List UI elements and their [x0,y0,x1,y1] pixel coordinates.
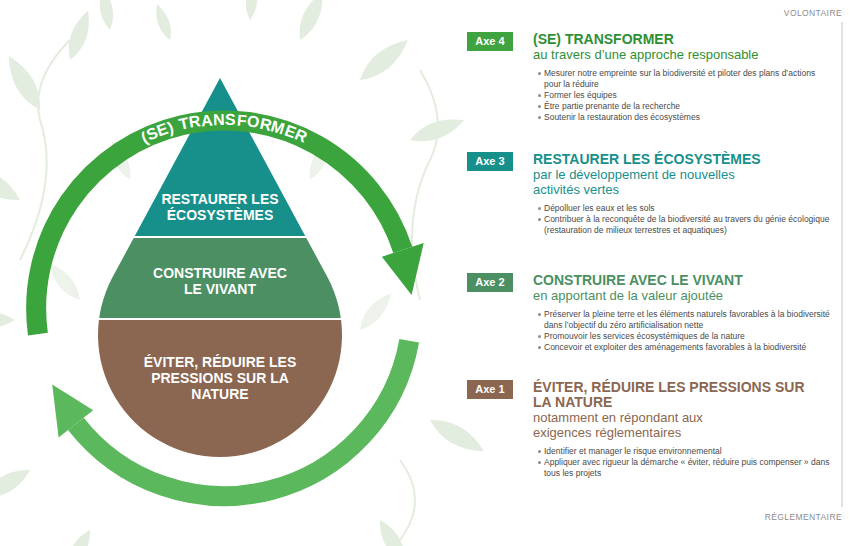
bullet-dot [538,105,541,108]
axis-item: Axe 4 (SE) TRANSFORMERau travers d’une ap… [467,32,835,123]
bullet-item: Identifier et manager le risque environn… [538,446,833,457]
axis-item: Axe 1 ÉVITER, RÉDUIRE LES PRESSIONS SUR L… [467,380,835,479]
bullet-list: Préserver la pleine terre et les élément… [533,309,833,353]
bullet-item: Appliquer avec rigueur la démarche « évi… [538,457,833,479]
bullet-dot [538,450,541,453]
bullet-dot [538,335,541,338]
ring-letter: F [236,111,247,130]
band-title: ÉVITER, RÉDUIRE LES PRESSIONS SUR LA NAT… [135,354,305,402]
scale-line [842,22,843,507]
bullet-list: Mesurer notre empreinte sur la biodivers… [533,68,833,123]
bullet-text: Promouvoir les services écosystémiques d… [544,331,833,342]
band-fill [98,78,342,236]
axis-badge: Axe 1 [467,380,513,399]
axis-badge: Axe 3 [467,152,513,171]
ring-arrowhead [382,243,424,295]
bullet-text: Concevoir et exploiter des aménagements … [544,342,833,353]
axis-subtitle: en apportant de la valeur ajoutée [533,288,833,303]
cycle-ring: (SE) TRANSFORMER [0,0,440,546]
bullet-text: Contribuer à la reconquête de la biodive… [544,214,833,236]
axis-subtitle: par le développement de nouvelles activi… [533,167,753,197]
bullet-dot [538,461,541,464]
drop-band: ÉVITER, RÉDUIRE LES PRESSIONS SUR LA NAT… [98,320,342,460]
bullet-item: Contribuer à la reconquête de la biodive… [538,214,833,236]
bullet-dot [538,72,541,75]
axis-text: (SE) TRANSFORMERau travers d’une approch… [533,32,833,123]
scale-label: RÉGLEMENTAIRE [765,512,842,522]
axis-heading: ÉVITER, RÉDUIRE LES PRESSIONS SUR LA NAT… [533,380,808,410]
bullet-item: Être partie prenante de la recherche [538,101,833,112]
axis-badge: Axe 4 [467,32,513,51]
scale-label: VOLONTAIRE [784,8,842,18]
axis-heading: (SE) TRANSFORMER [533,32,833,47]
bullet-text: Former les équipes [544,90,833,101]
band-title: RESTAURER LES ÉCOSYSTÈMES [145,191,295,223]
bullet-dot [538,218,541,221]
ring-letter: S [225,111,236,129]
ring-letter: A [200,111,213,130]
band-title: CONSTRUIRE AVEC LE VIVANT [145,265,295,297]
bullet-list: Dépolluer les eaux et les solsContribuer… [533,203,833,236]
ring-title: (SE) TRANSFORMER [127,104,322,148]
bullet-item: Promouvoir les services écosystémiques d… [538,331,833,342]
bullet-text: Préserver la pleine terre et les élément… [544,309,833,331]
axis-text: ÉVITER, RÉDUIRE LES PRESSIONS SUR LA NAT… [533,380,833,479]
band-fill [98,238,342,318]
axis-badge: Axe 2 [467,273,513,292]
bullet-dot [538,116,541,119]
bullet-item: Former les équipes [538,90,833,101]
bullet-dot [538,94,541,97]
axis-heading: RESTAURER LES ÉCOSYSTÈMES [533,152,833,167]
bullet-item: Dépolluer les eaux et les sols [538,203,833,214]
axis-subtitle: notamment en répondant aux exigences rég… [533,410,748,440]
axis-subtitle: au travers d’une approche responsable [533,47,833,62]
bullet-text: Dépolluer les eaux et les sols [544,203,833,214]
drop-band: CONSTRUIRE AVEC LE VIVANT [98,238,342,318]
bullet-list: Identifier et manager le risque environn… [533,446,833,479]
band-fill [98,320,342,457]
bullet-text: Soutenir la restauration des écosystèmes [544,112,833,123]
ring-letter: N [213,111,225,129]
bullet-dot [538,313,541,316]
ring-arrows [0,0,440,546]
bullet-text: Appliquer avec rigueur la démarche « évi… [544,457,833,479]
bullet-item: Mesurer notre empreinte sur la biodivers… [538,68,833,90]
axis-text: RESTAURER LES ÉCOSYSTÈMESpar le développ… [533,152,833,236]
bullet-item: Soutenir la restauration des écosystèmes [538,112,833,123]
bullet-dot [538,346,541,349]
ring-arrowhead [52,385,93,438]
bullet-item: Préserver la pleine terre et les élément… [538,309,833,331]
bullet-item: Concevoir et exploiter des aménagements … [538,342,833,353]
bullet-dot [538,207,541,210]
bullet-text: Être partie prenante de la recherche [544,101,833,112]
axis-item: Axe 2 CONSTRUIRE AVEC LE VIVANTen apporta… [467,273,835,353]
ring-letter: R [188,112,202,132]
drop-band: RESTAURER LES ÉCOSYSTÈMES [98,78,342,236]
bullet-text: Identifier et manager le risque environn… [544,446,833,457]
leaf-decoration [0,0,489,546]
bullet-text: Mesurer notre empreinte sur la biodivers… [544,68,833,90]
axis-text: CONSTRUIRE AVEC LE VIVANTen apportant de… [533,273,833,353]
axis-item: Axe 3 RESTAURER LES ÉCOSYSTÈMESpar le dév… [467,152,835,236]
axis-heading: CONSTRUIRE AVEC LE VIVANT [533,273,833,288]
